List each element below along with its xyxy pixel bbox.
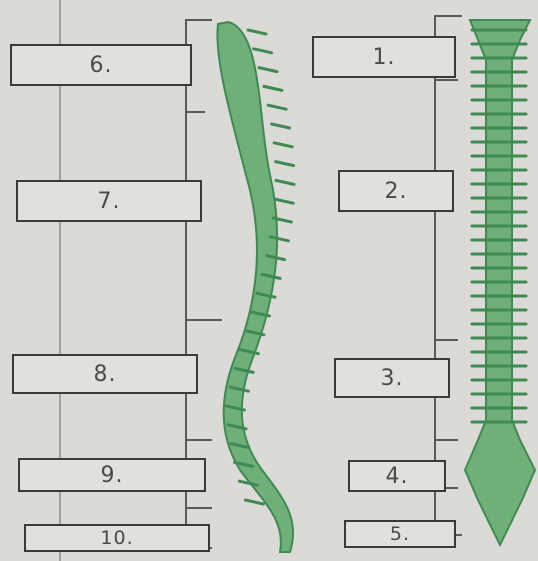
label-box-4: 4. <box>348 460 446 492</box>
label-box-1: 1. <box>312 36 456 78</box>
label-7-text: 7. <box>98 189 121 214</box>
vertebra-mark <box>264 86 282 90</box>
label-10-text: 10. <box>100 527 133 549</box>
label-6-text: 6. <box>90 53 113 78</box>
label-box-3: 3. <box>334 358 450 398</box>
label-9-text: 9. <box>101 463 124 488</box>
label-box-10: 10. <box>24 524 210 552</box>
label-3-text: 3. <box>381 366 404 391</box>
label-8-text: 8. <box>94 362 117 387</box>
label-1-text: 1. <box>373 45 396 70</box>
right-bracket <box>435 16 462 535</box>
label-box-8: 8. <box>12 354 198 394</box>
label-2-text: 2. <box>385 179 408 204</box>
label-box-9: 9. <box>18 458 206 492</box>
vertebra-mark <box>268 105 286 109</box>
vertebra-mark <box>248 30 266 34</box>
vertebra-mark <box>276 162 294 166</box>
vertebra-mark <box>274 143 292 147</box>
vertebra-mark <box>259 68 277 72</box>
label-4-text: 4. <box>386 464 409 489</box>
spine-lateral-view <box>217 22 294 552</box>
label-box-7: 7. <box>16 180 202 222</box>
label-box-6: 6. <box>10 44 192 86</box>
spine-posterior-view <box>465 20 535 545</box>
vertebra-mark <box>245 500 263 504</box>
label-box-5: 5. <box>344 520 456 548</box>
label-5-text: 5. <box>390 523 410 545</box>
vertebra-mark <box>272 124 290 128</box>
vertebra-mark <box>276 180 294 184</box>
label-box-2: 2. <box>338 170 454 212</box>
vertebra-mark <box>254 49 272 53</box>
vertebra-mark <box>275 199 293 203</box>
